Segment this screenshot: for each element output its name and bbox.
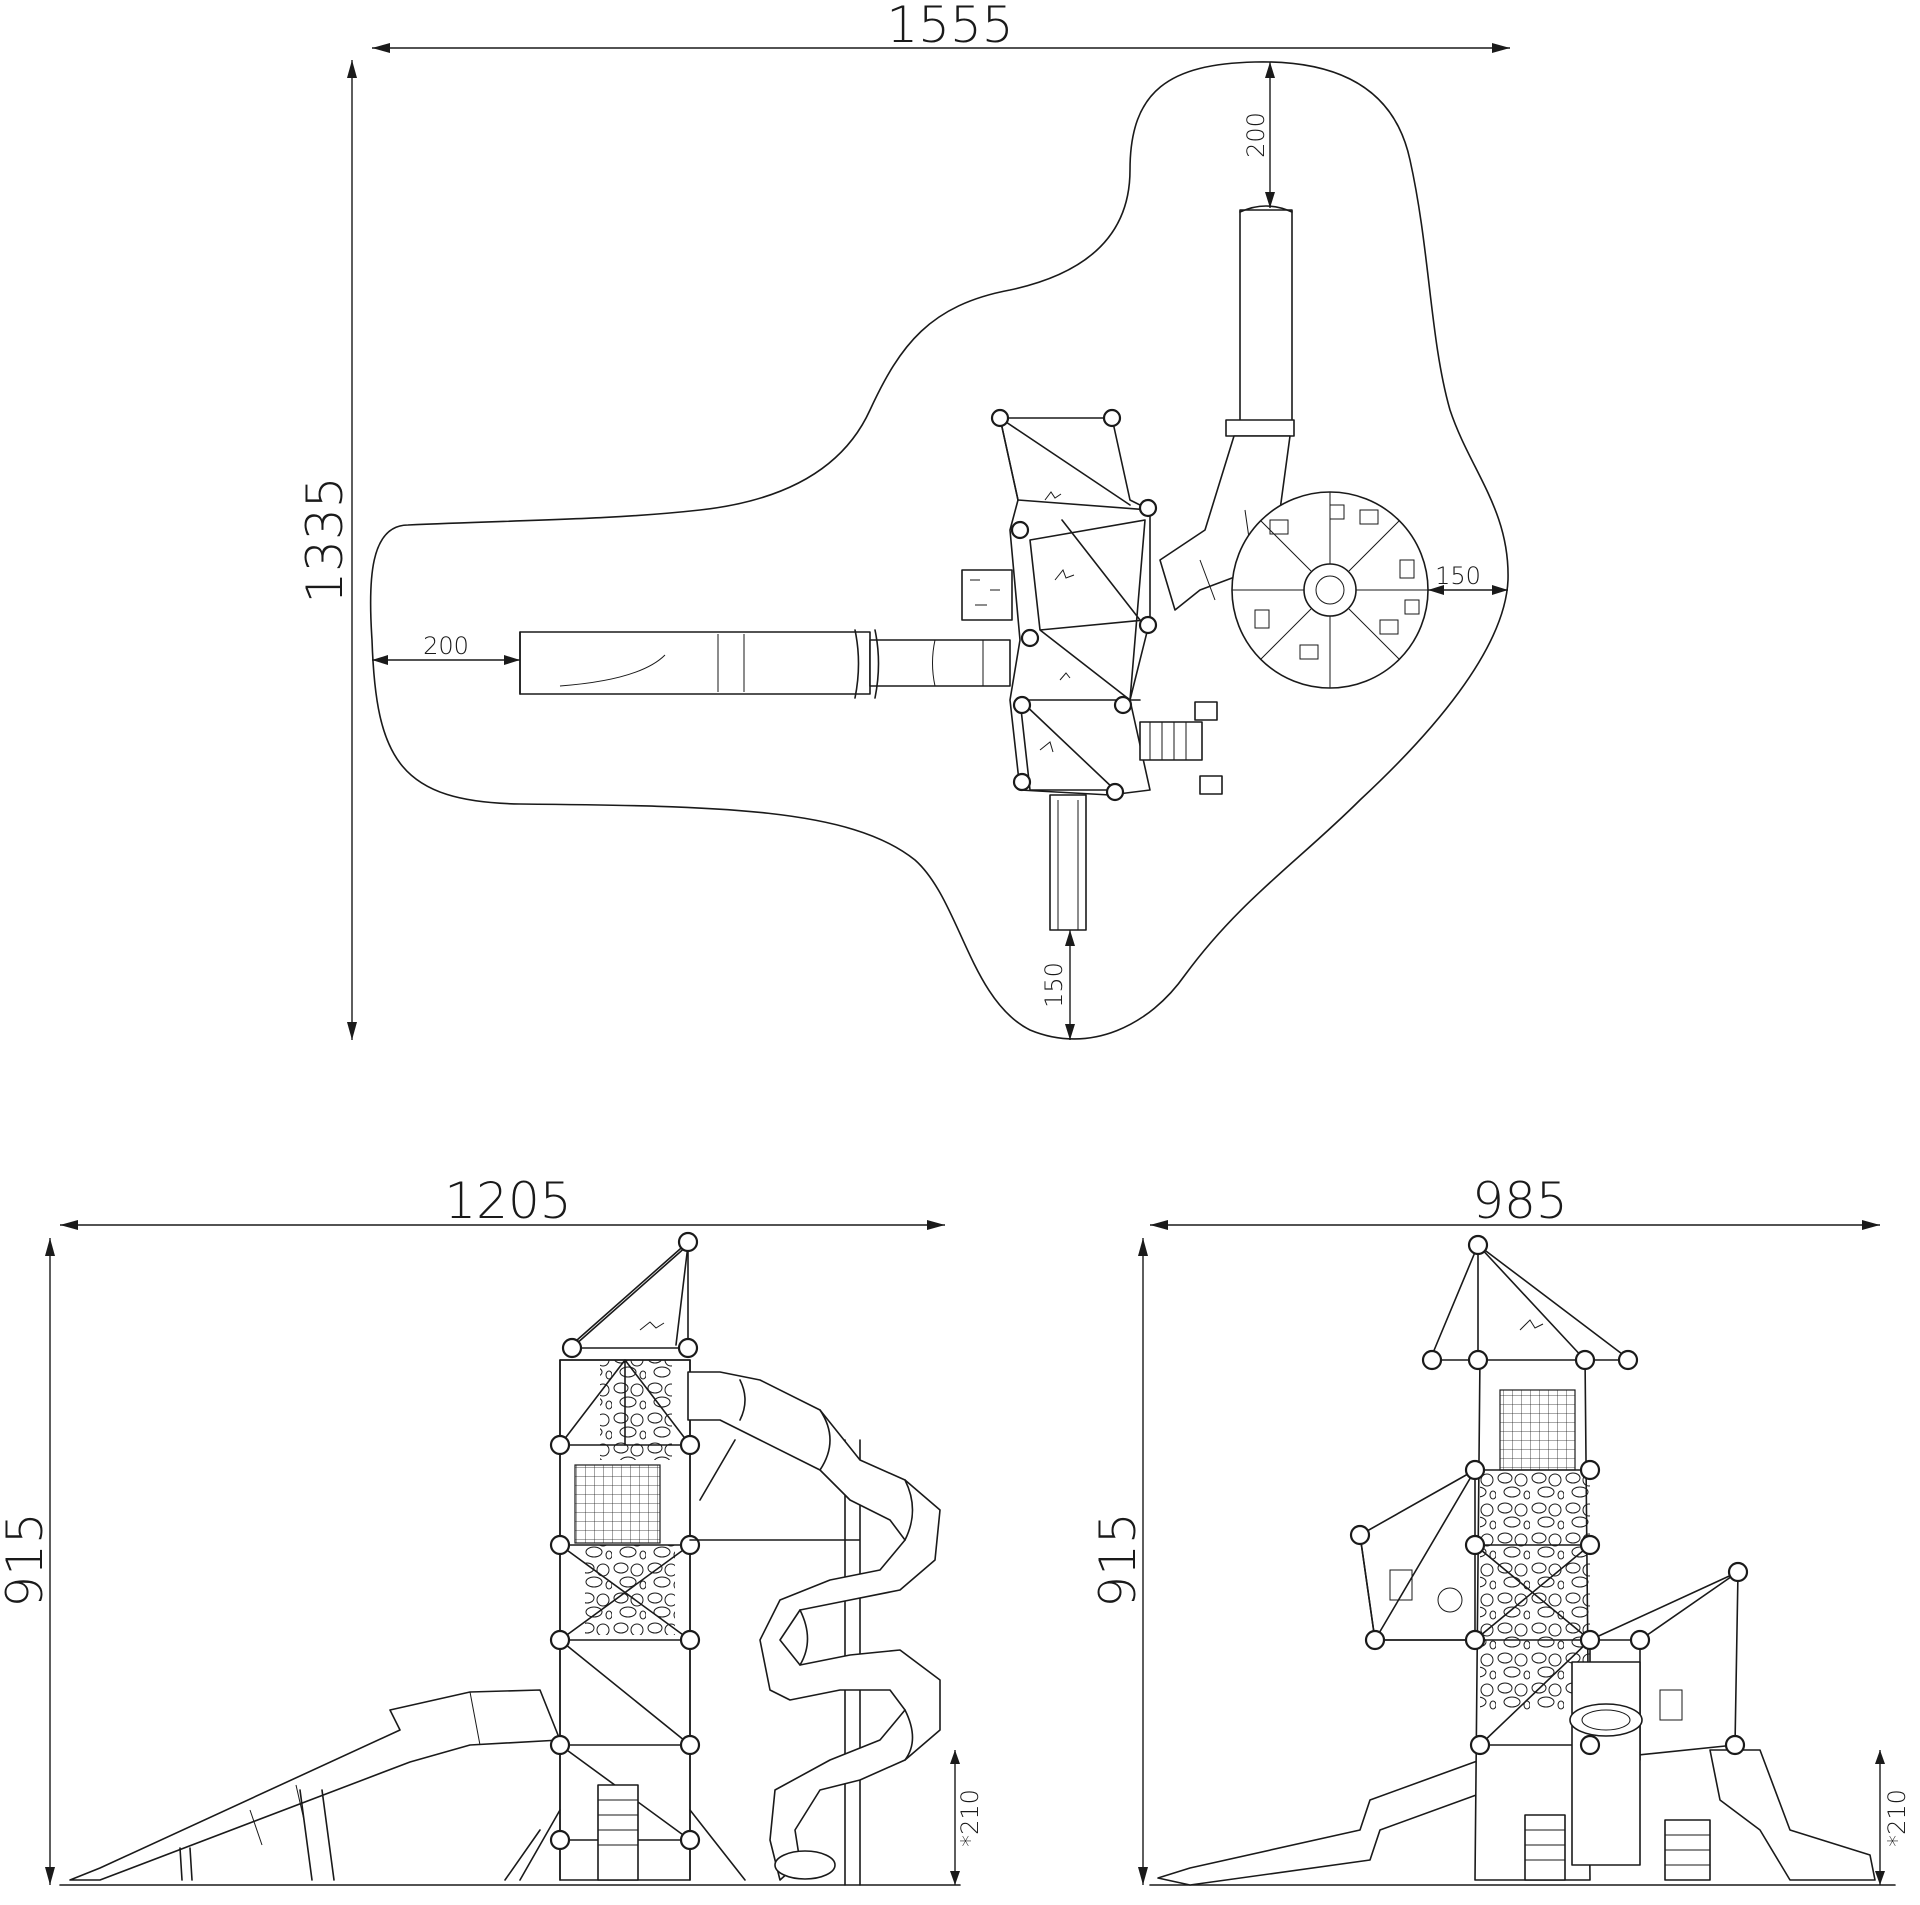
front-node bbox=[679, 1534, 701, 1556]
tower-plan bbox=[990, 408, 1158, 802]
front-node bbox=[549, 1734, 571, 1756]
safety-zone-outline bbox=[369, 61, 1509, 1040]
side-node bbox=[1467, 1349, 1489, 1371]
dim-side-width: 985 bbox=[1472, 1172, 1567, 1230]
front-node bbox=[677, 1231, 699, 1253]
side-node bbox=[1464, 1459, 1486, 1481]
bottom-slide-plan bbox=[1049, 794, 1087, 931]
side-node bbox=[1579, 1629, 1601, 1651]
dim-side-fall-height: *210 bbox=[1883, 1789, 1911, 1847]
side-right-slide bbox=[1709, 1749, 1876, 1881]
dim-front-width: 1205 bbox=[444, 1172, 571, 1230]
tower-node bbox=[1102, 408, 1122, 428]
front-node bbox=[679, 1829, 701, 1851]
dim-plan-depth: 1335 bbox=[296, 476, 354, 603]
dim-plan-spiral: 150 bbox=[1435, 562, 1481, 590]
side-tower bbox=[1349, 1234, 1749, 1881]
side-node bbox=[1464, 1534, 1486, 1556]
front-straight-slide bbox=[69, 1689, 561, 1881]
side-node bbox=[1724, 1734, 1746, 1756]
dim-front-height: 915 bbox=[0, 1512, 54, 1607]
tube-slide-plan bbox=[1159, 205, 1295, 611]
side-node bbox=[1617, 1349, 1639, 1371]
cargo-net bbox=[574, 1464, 661, 1544]
tower-node bbox=[1138, 498, 1158, 518]
front-node bbox=[677, 1337, 699, 1359]
side-elevation: 985 915 *210 bbox=[1089, 1172, 1911, 1886]
side-node bbox=[1727, 1561, 1749, 1583]
front-spiral-slide bbox=[687, 1371, 941, 1886]
tower-node bbox=[1105, 782, 1125, 802]
side-node bbox=[1464, 1629, 1486, 1651]
tower-node bbox=[1020, 628, 1040, 648]
climbing-panel-plan bbox=[961, 569, 1013, 621]
front-elevation: 1205 915 *210 bbox=[0, 1172, 984, 1886]
ladder-plan bbox=[1139, 701, 1223, 795]
dim-front-fall-height: *210 bbox=[956, 1789, 984, 1847]
front-node bbox=[679, 1629, 701, 1651]
dim-plan-width: 1555 bbox=[886, 0, 1013, 54]
side-node bbox=[1421, 1349, 1443, 1371]
front-tower bbox=[504, 1231, 746, 1881]
plan-dimensions: 1555 1335 200 200 150 150 bbox=[296, 0, 1510, 1040]
tower-node bbox=[1012, 695, 1032, 715]
tower-node bbox=[1113, 695, 1133, 715]
side-node bbox=[1629, 1629, 1651, 1651]
dim-plan-slide-end: 200 bbox=[1242, 112, 1270, 158]
tower-node bbox=[1012, 772, 1032, 792]
side-dimensions: 985 915 *210 bbox=[1089, 1172, 1911, 1885]
dim-plan-bottom: 150 bbox=[1040, 962, 1068, 1008]
front-node bbox=[549, 1434, 571, 1456]
side-node bbox=[1574, 1349, 1596, 1371]
tower-node bbox=[1138, 615, 1158, 635]
side-node bbox=[1469, 1734, 1491, 1756]
side-node bbox=[1579, 1734, 1601, 1756]
front-node bbox=[679, 1434, 701, 1456]
tower-node bbox=[1010, 520, 1030, 540]
front-dimensions: 1205 915 *210 bbox=[0, 1172, 984, 1885]
front-node bbox=[561, 1337, 583, 1359]
side-node bbox=[1364, 1629, 1386, 1651]
tower-node bbox=[990, 408, 1010, 428]
plan-view: 1555 1335 200 200 150 150 bbox=[296, 0, 1510, 1040]
front-node bbox=[549, 1534, 571, 1556]
front-node bbox=[549, 1829, 571, 1851]
side-node bbox=[1579, 1459, 1601, 1481]
straight-slide-plan bbox=[519, 629, 1011, 699]
dim-side-height: 915 bbox=[1089, 1512, 1147, 1607]
spiral-slide-plan bbox=[1231, 491, 1429, 689]
side-node bbox=[1467, 1234, 1489, 1256]
front-node bbox=[549, 1629, 571, 1651]
side-node bbox=[1349, 1524, 1371, 1546]
side-node bbox=[1579, 1534, 1601, 1556]
side-straight-slide bbox=[1157, 1759, 1491, 1886]
front-node bbox=[679, 1734, 701, 1756]
dim-plan-left: 200 bbox=[423, 632, 469, 660]
